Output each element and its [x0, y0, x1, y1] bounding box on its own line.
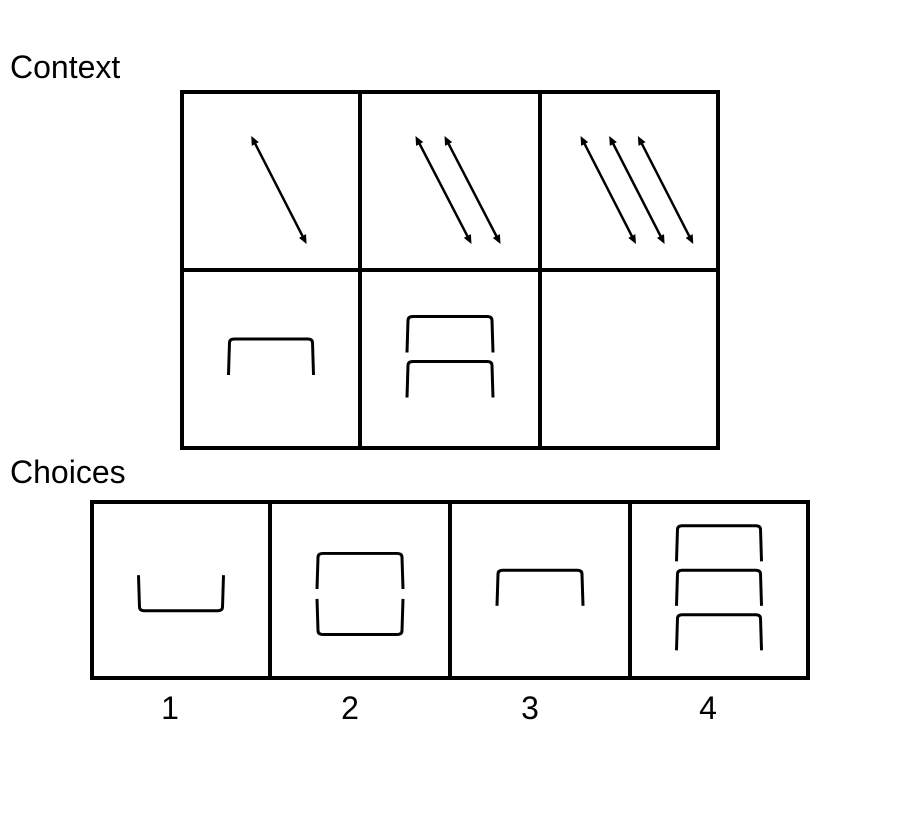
bracket-open-up-shape [137, 575, 225, 613]
grid-divider [184, 268, 716, 272]
context-cell-r1-c2 [362, 94, 538, 268]
arrowhead [637, 136, 646, 146]
context-label: Context [10, 49, 121, 85]
arrowhead [656, 234, 665, 244]
double-arrow-line [417, 140, 470, 240]
choice-option-1[interactable] [94, 504, 268, 676]
bracket-pair-facing-figure [315, 551, 405, 636]
arrowhead [463, 234, 472, 244]
double-arrow-line [446, 140, 499, 240]
arrowhead [628, 234, 636, 244]
double-arrow-line [582, 140, 635, 240]
bracket-open-down-shape [405, 315, 495, 353]
bracket-open-down-figure [405, 315, 495, 398]
double-arrow-diagonal-figure [580, 136, 694, 244]
grid-divider [628, 504, 632, 676]
arrowhead [444, 136, 453, 146]
context-cell-r2-c1 [184, 272, 358, 446]
double-arrow-diagonal-figure [251, 136, 307, 244]
choice-number-4: 4 [699, 690, 717, 726]
choice-number-2: 2 [341, 690, 359, 726]
bracket-open-down-figure [227, 337, 315, 376]
arrowhead [580, 136, 589, 146]
bracket-open-down-shape [675, 568, 763, 606]
choices-grid [90, 500, 810, 680]
arrowhead [685, 234, 694, 244]
double-arrow-line [252, 140, 305, 240]
arrowhead [298, 234, 307, 244]
choices-label: Choices [10, 454, 126, 490]
context-cell-r2-c3-missing [542, 272, 716, 446]
grid-divider [448, 504, 452, 676]
choice-option-2[interactable] [272, 504, 448, 676]
bracket-open-up-figure [137, 575, 225, 613]
context-cell-r1-c3 [542, 94, 716, 268]
bracket-open-down-figure [495, 568, 585, 606]
double-arrow-line [610, 140, 663, 240]
bracket-open-down-shape [675, 613, 763, 651]
arrowhead [415, 136, 424, 146]
bracket-open-down-shape [495, 568, 585, 606]
context-cell-r1-c1 [184, 94, 358, 268]
arrowhead [492, 234, 501, 244]
double-arrow-diagonal-figure [415, 136, 501, 244]
choice-number-1: 1 [161, 690, 179, 726]
context-cell-r2-c2 [362, 272, 538, 446]
choice-option-3[interactable] [452, 504, 628, 676]
context-grid [180, 90, 720, 450]
choice-option-4[interactable] [632, 504, 806, 676]
bracket-open-down-shape [405, 360, 495, 398]
bracket-open-down-figure [675, 524, 763, 651]
arrowhead [609, 136, 617, 146]
bracket-open-down-shape [315, 551, 405, 590]
bracket-open-up-shape [315, 598, 405, 636]
arrowhead [251, 136, 259, 146]
bracket-open-down-shape [227, 337, 315, 376]
double-arrow-line [639, 140, 692, 240]
choice-number-3: 3 [521, 690, 539, 726]
grid-divider [268, 504, 272, 676]
bracket-open-down-shape [675, 524, 763, 562]
